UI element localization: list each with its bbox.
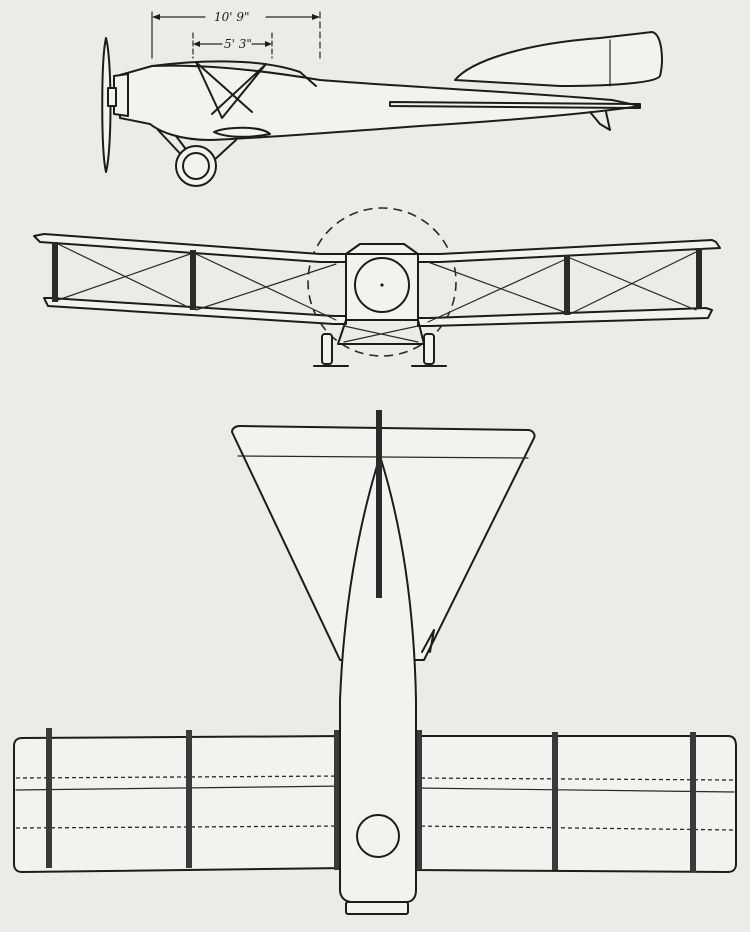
side-elevation: 10' 9" 5' 3"	[101, 10, 663, 187]
dimension-lines: 10' 9" 5' 3"	[151, 10, 321, 59]
inner-length-label: 5' 3"	[224, 37, 252, 51]
rudder-plan	[376, 410, 382, 598]
propeller-disc	[307, 207, 457, 357]
plan-view	[13, 410, 737, 915]
wing-plan-right	[413, 735, 737, 873]
front-elevation	[33, 207, 721, 367]
overall-length-label: 10' 9"	[214, 10, 250, 24]
wing-ribs	[46, 728, 696, 872]
propeller-side	[101, 37, 112, 173]
tail-fin	[454, 31, 663, 87]
wing-plan-left	[13, 735, 347, 873]
cockpit-opening	[356, 814, 400, 858]
